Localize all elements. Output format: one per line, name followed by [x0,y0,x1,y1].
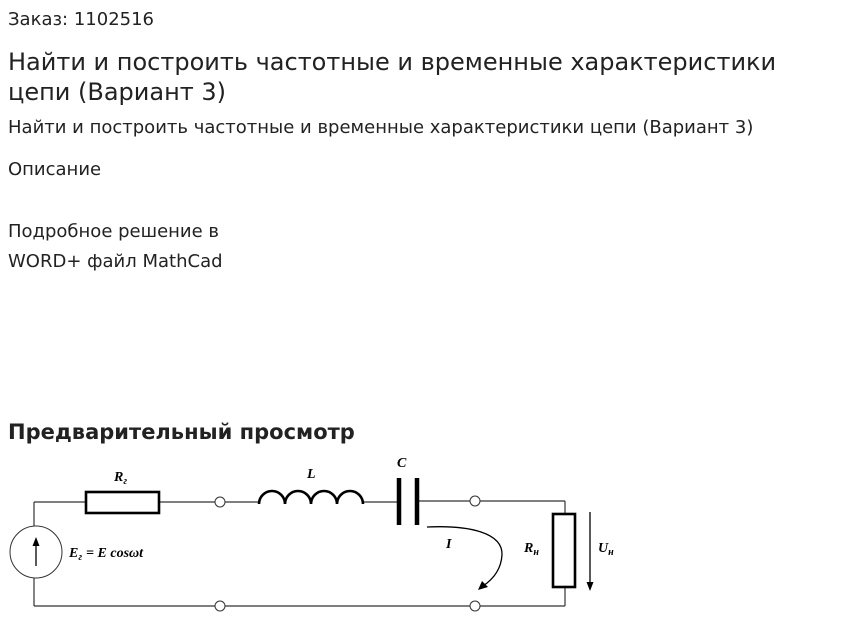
order-line: Заказ: 1102516 [8,8,154,32]
current-arrow-line [426,526,503,587]
description-text: Подробное решение в WORD+ файл MathCad [8,221,223,272]
order-number: 1102516 [73,9,155,30]
terminals [214,495,481,612]
source-arrow-head [32,537,40,546]
terminal-top-right [469,495,481,507]
inductor-coil [257,489,365,505]
current-label: I [445,537,452,552]
preview-heading: Предварительный просмотр [8,420,355,444]
rgen-label: Rг [113,470,127,487]
source-label: Eг = E cosωt [68,546,144,563]
inductor-label: L [306,467,316,482]
terminal-top-left [214,496,226,508]
page-title: Найти и построить частотные и временные … [8,48,777,106]
voltage-load-label: Uн [598,541,614,558]
voltage-arrow-head [586,582,594,591]
order-label: Заказ: [8,9,69,30]
terminal-bottom-right [469,600,481,612]
source-label-symbol: E [68,546,78,561]
rgen-label-symbol: R [113,470,123,485]
rload-label-symbol: R [523,541,533,556]
resistor-rload [551,512,577,589]
capacitor-label: C [397,456,407,471]
circuit-diagram: Eг = E cosωt Rг L C I Rн Uн [9,456,614,612]
voltage-load-label-symbol: U [598,541,609,556]
voltage-load-label-subscript: н [608,547,614,558]
rload-label: Rн [523,541,539,558]
resistor-rgen [84,490,161,515]
voltage-source [9,525,63,579]
capacitor [396,478,420,525]
source-label-expression: = E cosωt [86,546,144,561]
page-subtitle: Найти и построить частотные и временные … [8,117,754,138]
voltage-arrow [586,512,594,591]
description-heading: Описание [8,159,102,180]
rload-label-subscript: н [533,547,539,558]
current-arrow-head [478,581,488,590]
source-label-subscript: г [78,552,82,563]
rgen-label-subscript: г [123,476,127,487]
current-arrow [426,526,503,590]
terminal-bottom-left [214,600,226,612]
